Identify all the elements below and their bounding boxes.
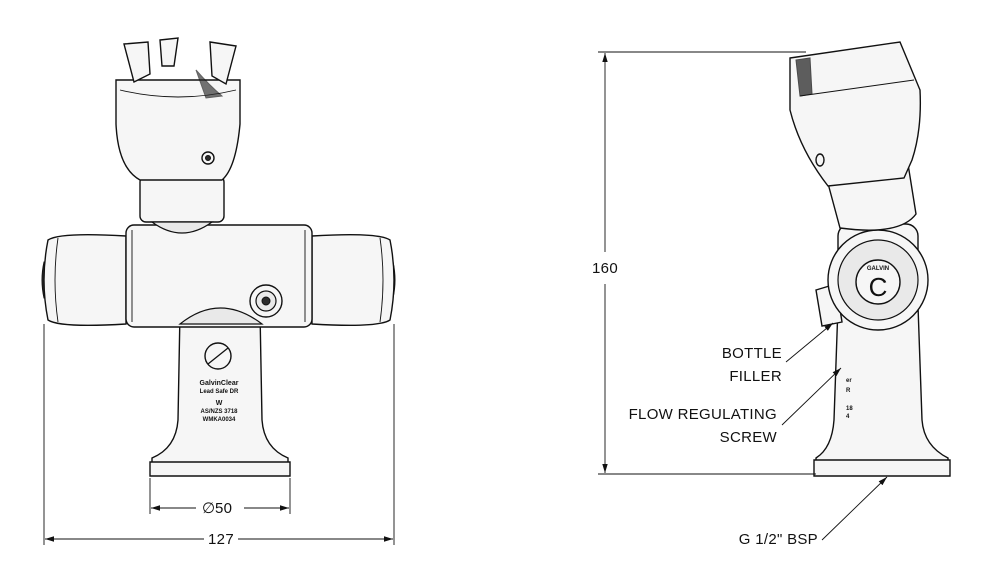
flow-screw-label-2: SCREW bbox=[720, 429, 778, 446]
side-head bbox=[789, 41, 921, 231]
side-body: GALVIN C bbox=[827, 223, 929, 331]
bottle-filler-label-2: FILLER bbox=[729, 368, 782, 385]
bottle-filler-label-1: BOTTLE bbox=[722, 345, 782, 362]
front-stem bbox=[149, 311, 291, 477]
front-head bbox=[115, 37, 241, 234]
front-bottle-filler-port bbox=[249, 284, 283, 318]
side-view: er R 18 4 GALVIN C bbox=[592, 41, 951, 548]
dimension-overall-height: 160 bbox=[592, 51, 816, 475]
front-body bbox=[125, 224, 313, 328]
front-view: GalvinClear Lead Safe DR W AS/NZS 3718 W… bbox=[41, 37, 396, 548]
width-value: 127 bbox=[208, 531, 234, 548]
front-markings: GalvinClear Lead Safe DR W AS/NZS 3718 W… bbox=[200, 380, 239, 423]
svg-text:18: 18 bbox=[846, 406, 853, 412]
svg-text:R: R bbox=[846, 388, 851, 394]
side-badge-text: GALVIN bbox=[867, 266, 889, 272]
front-flow-screw bbox=[204, 342, 232, 370]
height-value: 160 bbox=[592, 260, 618, 277]
dimension-overall-width: 127 bbox=[43, 324, 395, 548]
svg-text:er: er bbox=[846, 378, 852, 384]
standard-marking: AS/NZS 3718 bbox=[200, 409, 238, 415]
front-right-knob bbox=[311, 233, 396, 327]
callout-flow-screw: FLOW REGULATING SCREW bbox=[629, 367, 842, 446]
dimension-base-diameter: ∅ 50 bbox=[149, 478, 291, 517]
svg-text:4: 4 bbox=[846, 414, 850, 420]
callout-thread: G 1/2" BSP bbox=[739, 476, 888, 548]
front-left-knob bbox=[41, 233, 127, 327]
side-stem: er R 18 4 bbox=[813, 305, 951, 477]
lead-safe-marking: Lead Safe DR bbox=[200, 389, 239, 395]
watermark-logo: W bbox=[216, 400, 223, 407]
brand-marking: GalvinClear bbox=[200, 380, 239, 387]
diameter-symbol: ∅ bbox=[202, 500, 215, 517]
thread-label: G 1/2" BSP bbox=[739, 531, 818, 548]
callout-bottle-filler: BOTTLE FILLER bbox=[722, 322, 834, 385]
approval-marking: WMKA0034 bbox=[203, 417, 236, 423]
side-badge-logo: C bbox=[869, 272, 888, 302]
flow-screw-label-1: FLOW REGULATING bbox=[629, 406, 777, 423]
diameter-value: 50 bbox=[215, 500, 232, 517]
